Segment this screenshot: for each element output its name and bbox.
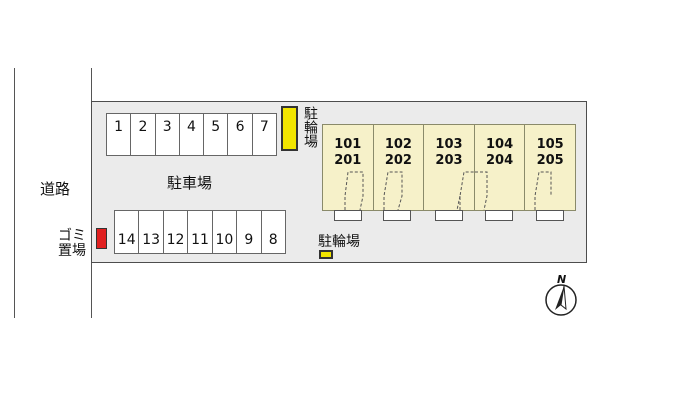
apartment-unit: 102 202	[374, 125, 425, 210]
unit-number-upper: 102	[384, 137, 412, 152]
unit-step	[383, 210, 411, 221]
unit-number-lower: 205	[536, 153, 564, 168]
parking-stall: 8	[268, 232, 278, 248]
garbage-label-line1: ゴミ	[58, 228, 86, 244]
apartment-unit: 101 201	[323, 125, 374, 210]
parking-stall: 12	[164, 211, 189, 253]
unit-step	[435, 210, 463, 221]
apartment-unit: 105 205	[525, 125, 575, 210]
bicycle-parking-label: 駐輪場	[302, 106, 318, 148]
parking-stall: 14	[115, 211, 140, 253]
unit-number-upper: 105	[536, 137, 564, 152]
compass-icon	[545, 284, 577, 316]
unit-number-upper: 104	[486, 137, 514, 152]
parking-stall: 3	[156, 114, 180, 155]
unit-number-upper: 103	[435, 137, 463, 152]
entrance-outline	[383, 171, 403, 210]
road-label: 道路	[40, 180, 71, 198]
garbage-area	[96, 228, 107, 249]
entrance-outline	[534, 171, 552, 210]
compass-north-label: N	[557, 273, 567, 286]
entrance-outline	[456, 171, 475, 210]
parking-row-bottom: 14 13 12 11 10 9 8	[114, 210, 286, 254]
parking-stall: 10	[213, 211, 238, 253]
parking-stall: 6	[228, 114, 253, 155]
entrance-outline	[344, 171, 364, 210]
parking-row-top: 1 2 3 4 5 6 7	[106, 113, 277, 156]
unit-step	[485, 210, 513, 221]
road-edge-left	[14, 68, 15, 318]
apartment-building: 101 201 102 202 103 203 104 204 105 205	[322, 124, 576, 211]
unit-number-lower: 202	[384, 153, 412, 168]
entrance-outline	[474, 171, 488, 210]
parking-stall: 11	[188, 211, 213, 253]
unit-number-lower: 203	[435, 153, 463, 168]
bicycle-parking-area	[281, 106, 298, 151]
unit-step	[334, 210, 362, 221]
parking-stall: 4	[180, 114, 205, 155]
apartment-unit: 104 204	[474, 125, 526, 210]
unit-number-lower: 204	[486, 153, 514, 168]
bicycle-parking-label: 駐輪場	[318, 234, 360, 250]
unit-step	[536, 210, 564, 221]
parking-label: 駐車場	[167, 174, 213, 192]
bicycle-parking-area	[319, 250, 333, 259]
garbage-label-line2: 置場	[58, 243, 86, 259]
parking-stall: 1	[107, 114, 132, 155]
apartment-unit: 103 203	[424, 125, 475, 210]
parking-stall: 2	[131, 114, 156, 155]
parking-stall: 9	[237, 211, 262, 253]
parking-stall: 7	[259, 119, 269, 135]
unit-number-lower: 201	[334, 153, 362, 168]
parking-stall: 5	[204, 114, 229, 155]
parking-stall: 13	[139, 211, 164, 253]
unit-number-upper: 101	[334, 137, 362, 152]
